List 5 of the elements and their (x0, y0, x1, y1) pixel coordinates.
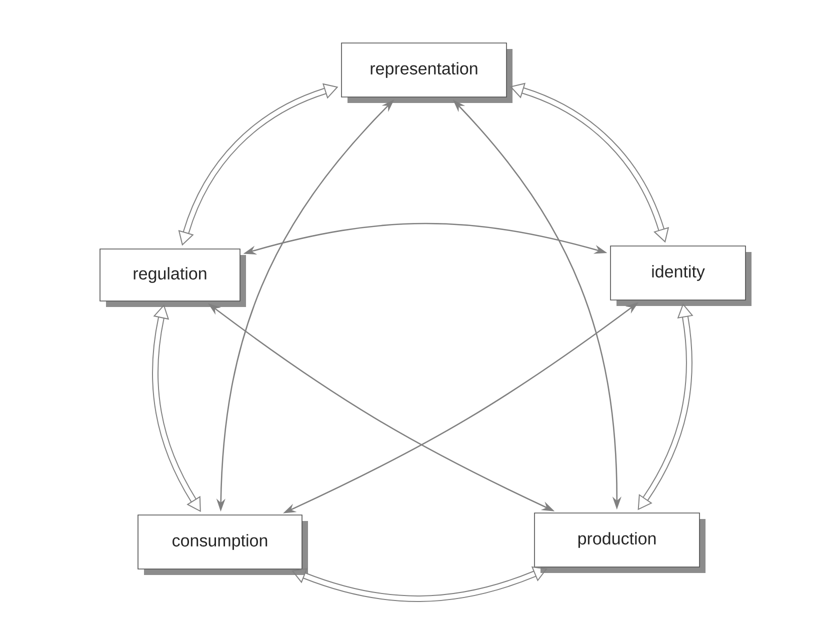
process-box: representation (341, 42, 512, 103)
process-box: regulation (100, 248, 246, 307)
process-box: production (534, 512, 706, 573)
process-box: identity (610, 246, 752, 306)
process-box: consumption (138, 514, 308, 575)
